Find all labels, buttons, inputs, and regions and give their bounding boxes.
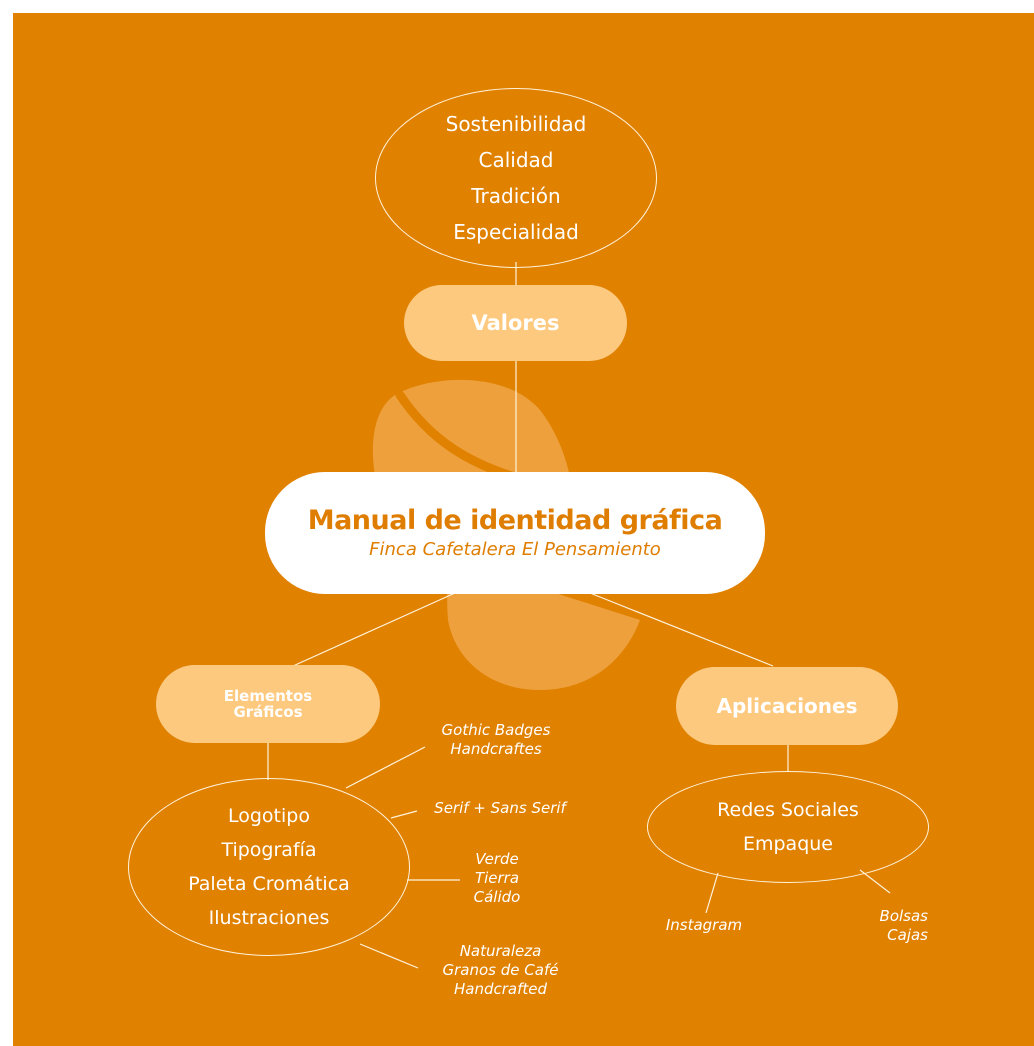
valores-node: Valores bbox=[404, 285, 627, 361]
note-ilustraciones: Naturaleza Granos de Café Handcrafted bbox=[442, 942, 559, 998]
elementos-item: Logotipo bbox=[228, 805, 310, 827]
note-instagram: Instagram bbox=[665, 916, 743, 934]
aplicaciones-list-ellipse: Redes Sociales Empaque bbox=[647, 771, 929, 883]
elementos-item: Ilustraciones bbox=[208, 907, 330, 929]
value-item: Calidad bbox=[478, 148, 554, 172]
connector-instagram-note bbox=[705, 872, 719, 914]
elementos-graficos-node: Elementos Gráficos bbox=[156, 665, 380, 743]
connector-main-to-elementos bbox=[292, 592, 456, 667]
elementos-label-line2: Gráficos bbox=[233, 703, 303, 721]
aplicaciones-node: Aplicaciones bbox=[676, 667, 898, 745]
aplicaciones-item: Redes Sociales bbox=[717, 799, 859, 821]
note-paleta: Verde Tierra Cálido bbox=[473, 850, 521, 906]
note-empaque: Bolsas Cajas bbox=[879, 907, 928, 944]
main-subtitle: Finca Cafetalera El Pensamiento bbox=[369, 539, 661, 560]
elementos-item: Tipografía bbox=[221, 839, 317, 861]
connector-logotipo-note bbox=[345, 746, 426, 789]
aplicaciones-item: Empaque bbox=[742, 833, 833, 855]
elementos-label-line1: Elementos bbox=[223, 687, 313, 705]
connector-tipografia-note bbox=[390, 810, 418, 819]
note-logotipo: Gothic Badges Handcraftes bbox=[441, 721, 551, 758]
valores-label: Valores bbox=[471, 311, 560, 335]
value-item: Especialidad bbox=[453, 220, 579, 244]
values-ellipse: Sostenibilidad Calidad Tradición Especia… bbox=[375, 88, 657, 268]
value-item: Sostenibilidad bbox=[445, 112, 587, 136]
connector-main-to-aplicaciones bbox=[589, 592, 774, 667]
elementos-item: Paleta Cromática bbox=[188, 873, 350, 895]
main-title: Manual de identidad gráfica bbox=[307, 505, 723, 536]
connector-ilustraciones-note bbox=[359, 943, 419, 969]
aplicaciones-label: Aplicaciones bbox=[716, 694, 858, 718]
elementos-list-ellipse: Logotipo Tipografía Paleta Cromática Ilu… bbox=[128, 778, 410, 956]
main-node: Manual de identidad gráfica Finca Cafeta… bbox=[265, 472, 765, 594]
value-item: Tradición bbox=[471, 184, 561, 208]
note-tipografia: Serif + Sans Serif bbox=[434, 799, 566, 817]
